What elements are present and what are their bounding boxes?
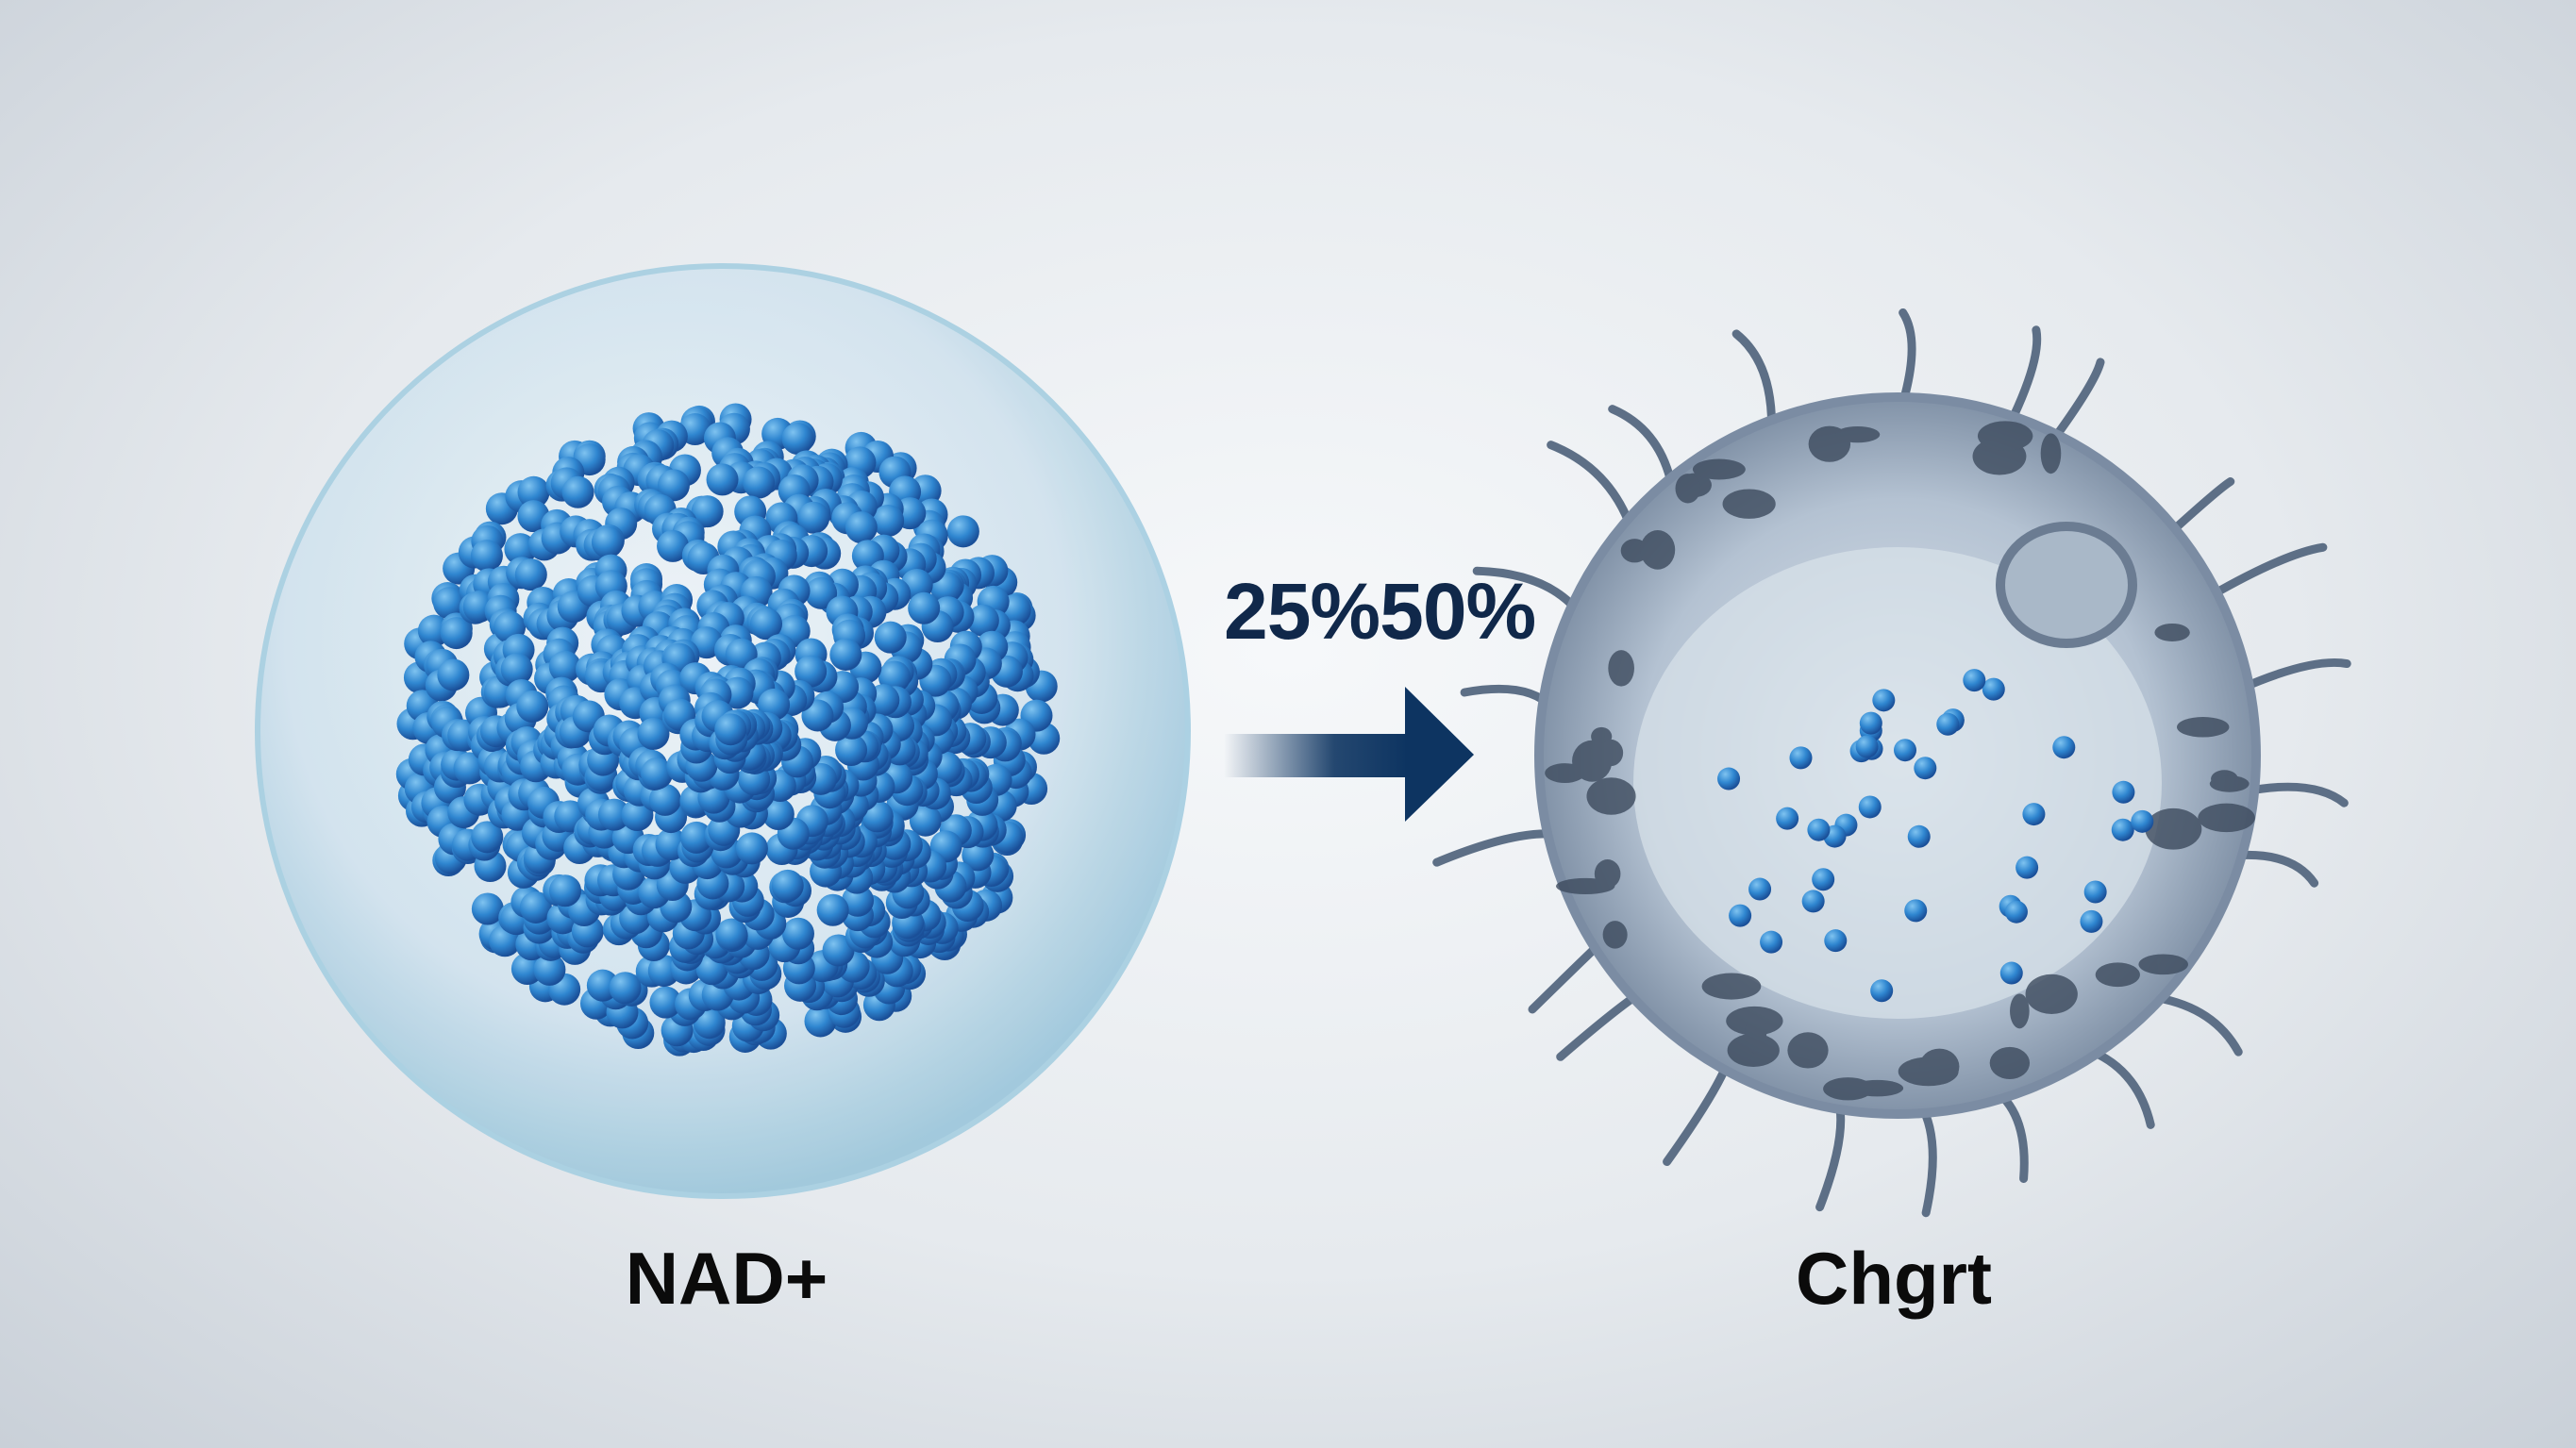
molecule xyxy=(1870,979,1894,1003)
molecule xyxy=(637,717,670,750)
molecule xyxy=(1936,712,1960,736)
molecule xyxy=(2052,736,2076,759)
molecule xyxy=(2112,780,2135,804)
molecule xyxy=(657,469,690,502)
molecule xyxy=(1807,818,1831,841)
molecule xyxy=(1982,677,2005,701)
molecule xyxy=(1729,904,1752,927)
molecule xyxy=(680,821,713,854)
molecule xyxy=(433,587,466,620)
molecule xyxy=(842,884,875,917)
depleted-cell xyxy=(1432,308,2351,1218)
molecule xyxy=(829,638,862,671)
molecule xyxy=(1717,767,1741,791)
molecule xyxy=(500,653,533,686)
molecule xyxy=(516,690,549,723)
molecule xyxy=(1760,930,1783,954)
molecule xyxy=(874,621,907,654)
molecule xyxy=(872,505,905,538)
ratio-label: 25%50% xyxy=(1224,567,1536,656)
molecule xyxy=(781,917,814,950)
molecule xyxy=(1907,824,1931,848)
molecule xyxy=(453,752,486,785)
molecule xyxy=(648,783,681,816)
molecule xyxy=(561,475,594,508)
molecule xyxy=(2022,803,2046,826)
molecule xyxy=(504,533,537,566)
molecule xyxy=(714,713,747,746)
molecule xyxy=(750,607,783,641)
molecule xyxy=(706,463,739,496)
molecule xyxy=(805,576,838,609)
molecule xyxy=(909,804,942,837)
molecule xyxy=(517,475,550,508)
molecule xyxy=(1855,735,1879,758)
molecule xyxy=(908,591,941,624)
molecule xyxy=(549,874,582,907)
molecule xyxy=(471,892,504,925)
molecule xyxy=(835,733,868,766)
molecule xyxy=(657,529,690,562)
molecule xyxy=(471,821,504,854)
molecule xyxy=(437,658,470,691)
arrow-right-icon xyxy=(1224,687,1474,822)
molecule xyxy=(1904,899,1928,923)
molecule xyxy=(715,918,748,951)
molecule xyxy=(966,604,999,637)
molecule xyxy=(1859,711,1882,735)
molecule xyxy=(1999,961,2023,985)
molecule xyxy=(1789,746,1813,770)
molecule xyxy=(1914,757,1937,780)
molecule xyxy=(1894,739,1917,762)
molecule xyxy=(1812,868,1835,891)
molecule xyxy=(946,515,979,548)
molecule xyxy=(781,423,814,456)
molecule xyxy=(797,501,830,534)
molecule xyxy=(795,655,828,688)
molecule xyxy=(743,466,776,499)
molecule xyxy=(1801,890,1825,913)
nad-cell xyxy=(255,263,1191,1199)
molecule xyxy=(2004,900,2028,924)
molecule xyxy=(1858,795,1882,819)
molecule xyxy=(691,495,724,528)
molecule xyxy=(548,650,581,683)
molecule xyxy=(649,986,682,1019)
molecule xyxy=(1963,669,1986,692)
molecule xyxy=(845,511,878,544)
molecule xyxy=(514,558,547,591)
molecule xyxy=(1824,929,1848,953)
molecule xyxy=(440,617,473,650)
molecule xyxy=(641,757,674,791)
molecule xyxy=(1776,807,1799,830)
molecule xyxy=(591,525,624,558)
left-cell-label: NAD+ xyxy=(625,1237,828,1320)
molecule xyxy=(470,540,503,573)
molecule xyxy=(735,832,768,865)
molecule xyxy=(761,798,795,831)
molecule xyxy=(597,798,630,831)
right-cell-label: Chgrt xyxy=(1796,1237,1992,1320)
molecule xyxy=(2080,909,2103,933)
molecule xyxy=(533,953,566,986)
molecule xyxy=(2131,809,2154,833)
molecule xyxy=(771,869,804,902)
molecule xyxy=(609,972,642,1005)
molecule xyxy=(2111,818,2134,841)
molecule xyxy=(2016,856,2039,879)
molecule xyxy=(816,893,849,926)
molecule xyxy=(1748,877,1772,901)
molecule xyxy=(519,890,552,924)
molecule xyxy=(1872,689,1896,712)
molecule xyxy=(2083,880,2107,904)
